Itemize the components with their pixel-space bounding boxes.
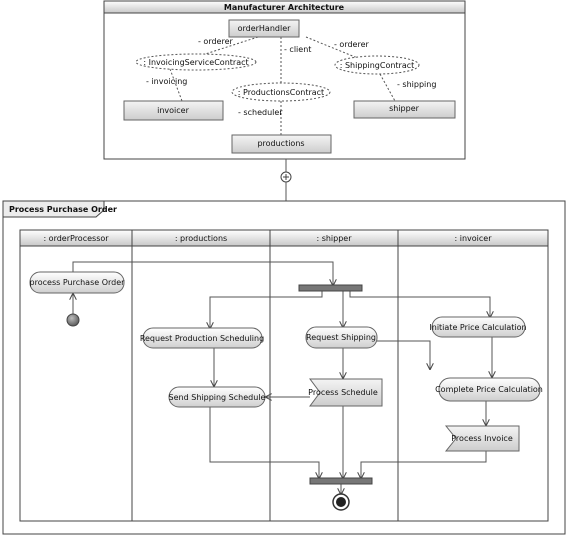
part-order-handler[interactable]: orderHandler: [228, 19, 300, 38]
collab-shipping-label: : ShippingContract: [340, 61, 415, 70]
join-bar[interactable]: [309, 477, 373, 485]
action-request-shipping[interactable]: Request Shipping: [305, 326, 378, 349]
action-process-invoice[interactable]: Process Invoice: [444, 425, 520, 452]
part-invoicer[interactable]: invoicer: [123, 100, 224, 121]
final-node[interactable]: [332, 493, 350, 511]
action-send-shipping-schedule[interactable]: Send Shipping Schedule: [168, 386, 266, 408]
role-scheduler: - scheduler: [238, 108, 283, 117]
collab-invoicing-label: : InvoicingServiceContract: [143, 58, 248, 67]
collab-productions-label: : ProductionsContract: [238, 88, 324, 97]
role-orderer-right: - orderer: [334, 40, 370, 49]
lane-order-processor: : orderProcessor: [43, 234, 109, 243]
role-invoicing: - invoicing: [146, 77, 187, 86]
activity-edges: [73, 261, 492, 494]
activity-title: Process Purchase Order: [9, 205, 117, 214]
role-orderer-left: - orderer: [198, 37, 234, 46]
action-complete-price-calculation[interactable]: Complete Price Calculation: [435, 377, 543, 402]
action-process-invoice-label: Process Invoice: [451, 434, 513, 443]
part-shipper-label: shipper: [389, 104, 420, 113]
action-process-schedule[interactable]: Process Schedule: [308, 378, 383, 407]
lane-shipper: : shipper: [316, 234, 352, 243]
part-productions[interactable]: productions: [231, 134, 332, 154]
part-invoicer-label: invoicer: [157, 106, 189, 115]
role-shipping: - shipping: [397, 80, 436, 89]
action-process-purchase-order-label: process Purchase Order: [30, 278, 126, 287]
lane-invoicer: : invoicer: [455, 234, 493, 243]
action-send-shipping-schedule-label: Send Shipping Schedule: [169, 393, 266, 402]
fork-bar[interactable]: [298, 284, 363, 292]
action-request-shipping-label: Request Shipping: [306, 333, 376, 342]
lane-productions: : productions: [175, 234, 227, 243]
action-initiate-price-calculation-label: Initiate Price Calculation: [429, 323, 526, 332]
action-process-purchase-order[interactable]: process Purchase Order: [29, 271, 126, 294]
role-client: - client: [284, 45, 311, 54]
part-productions-label: productions: [257, 139, 304, 148]
collab-shipping[interactable]: : ShippingContract: [334, 55, 420, 75]
collab-invoicing[interactable]: : InvoicingServiceContract: [135, 53, 257, 71]
action-request-production-scheduling[interactable]: Request Production Scheduling: [140, 327, 264, 349]
action-initiate-price-calculation[interactable]: Initiate Price Calculation: [429, 316, 527, 338]
containment-connector: [280, 159, 292, 201]
action-process-schedule-label: Process Schedule: [308, 388, 378, 397]
action-complete-price-calculation-label: Complete Price Calculation: [435, 385, 543, 394]
part-order-handler-label: orderHandler: [238, 24, 292, 33]
action-request-production-scheduling-label: Request Production Scheduling: [140, 334, 264, 343]
architecture-title: Manufacturer Architecture: [224, 3, 345, 12]
part-shipper[interactable]: shipper: [353, 100, 456, 119]
initial-node[interactable]: [66, 313, 80, 327]
collab-productions[interactable]: : ProductionsContract: [231, 82, 331, 102]
